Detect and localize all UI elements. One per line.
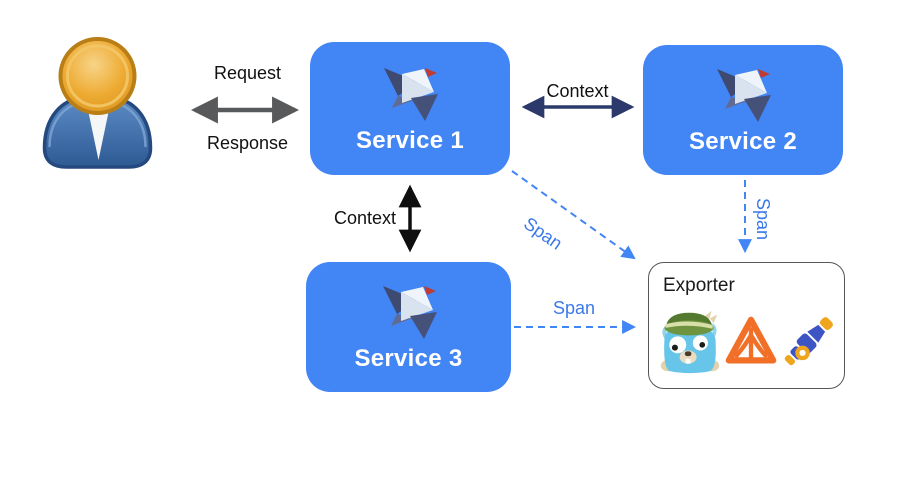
service2-label: Service 2 [688, 128, 798, 155]
service2-node: Service 2 [643, 45, 843, 175]
request-label: Request [213, 63, 282, 83]
origami-bird-logo-icon [384, 67, 438, 121]
origami-bird-logo-icon [717, 69, 771, 122]
exporter-icon-row [657, 309, 837, 375]
gopher-mascot-icon [660, 310, 720, 374]
origami-bird-logo-icon [382, 286, 437, 339]
span-label-service3: Span [553, 298, 596, 318]
orange-triangle-logo-icon [725, 316, 777, 364]
context-label-horizontal: Context [546, 81, 609, 101]
exporter-node: Exporter [648, 262, 845, 389]
span-label-service1: Span [520, 213, 567, 254]
response-label: Response [206, 133, 289, 153]
service1-node: Service 1 [310, 42, 510, 175]
span-label-service2: Span [753, 198, 773, 241]
service3-node: Service 3 [306, 262, 511, 392]
exporter-title: Exporter [663, 275, 735, 296]
service3-label: Service 3 [354, 345, 463, 372]
context-label-vertical: Context [333, 208, 397, 228]
telescope-icon [784, 317, 833, 366]
user-person-icon [42, 37, 153, 169]
service1-label: Service 1 [355, 126, 465, 154]
